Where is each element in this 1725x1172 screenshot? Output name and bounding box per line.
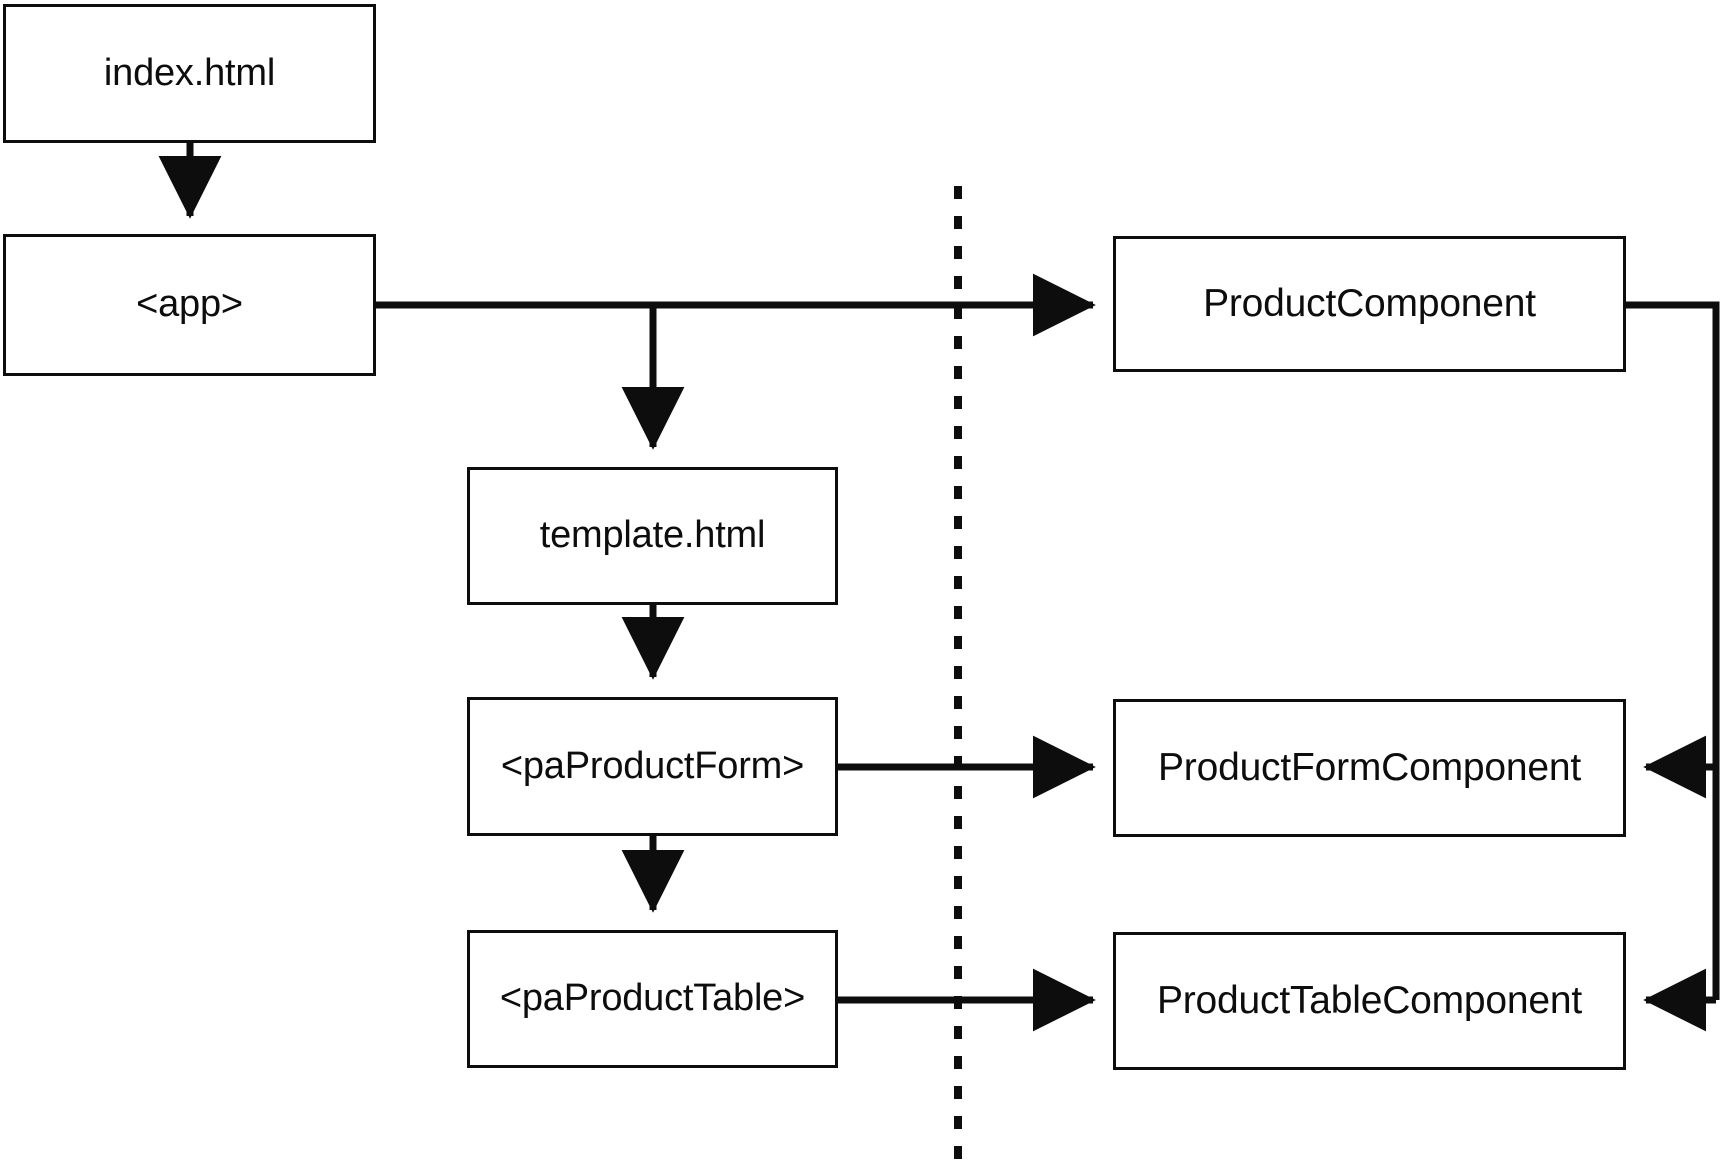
node-template-html-label: template.html [539,514,766,557]
edge-product-component-bus [1626,301,1720,1032]
node-app-tag[interactable]: <app> [3,234,376,376]
node-pa-product-form-tag[interactable]: <paProductForm> [467,697,838,836]
node-index-html[interactable]: index.html [3,4,376,143]
node-template-html[interactable]: template.html [467,467,838,605]
node-product-form-component[interactable]: ProductFormComponent [1113,699,1626,837]
node-pa-product-table-tag[interactable]: <paProductTable> [467,930,838,1068]
node-pa-product-form-tag-label: <paProductForm> [500,744,805,787]
node-product-table-component[interactable]: ProductTableComponent [1113,932,1626,1070]
node-product-table-component-label: ProductTableComponent [1156,978,1583,1022]
node-product-component[interactable]: ProductComponent [1113,236,1626,372]
node-index-html-label: index.html [103,51,276,94]
node-product-component-label: ProductComponent [1203,281,1536,325]
node-product-form-component-label: ProductFormComponent [1157,745,1582,789]
node-app-tag-label: <app> [136,283,243,326]
node-pa-product-table-tag-label: <paProductTable> [499,977,806,1020]
